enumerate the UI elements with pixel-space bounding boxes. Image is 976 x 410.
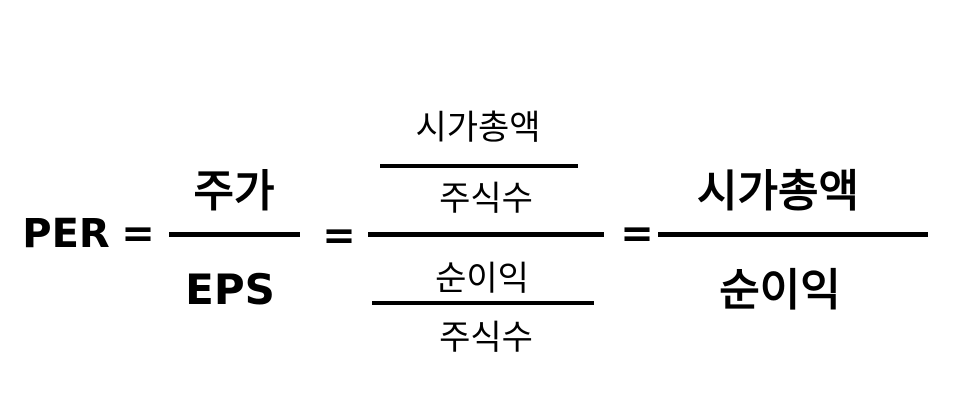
fraction-1-denominator: EPS xyxy=(185,265,275,314)
lower-numerator: 순이익 xyxy=(435,259,529,299)
equals-sign-3: = xyxy=(620,211,654,257)
fraction-1-numerator: 주가 xyxy=(193,166,275,217)
lower-denominator: 주식수 xyxy=(439,318,533,358)
upper-numerator: 시가총액 xyxy=(415,108,541,148)
equals-sign-2: = xyxy=(322,213,356,259)
fraction-3-denominator: 순이익 xyxy=(719,265,841,316)
lower-fraction-bar xyxy=(372,301,594,305)
fraction-3-numerator: 시가총액 xyxy=(697,166,859,217)
upper-fraction-bar xyxy=(380,164,578,168)
per-label: PER xyxy=(22,211,110,257)
fraction-bar-1 xyxy=(169,232,300,237)
fraction-bar-3 xyxy=(658,232,928,237)
main-fraction-bar xyxy=(368,232,604,237)
equals-sign-1: = xyxy=(121,211,155,257)
upper-denominator: 주식수 xyxy=(439,179,533,219)
